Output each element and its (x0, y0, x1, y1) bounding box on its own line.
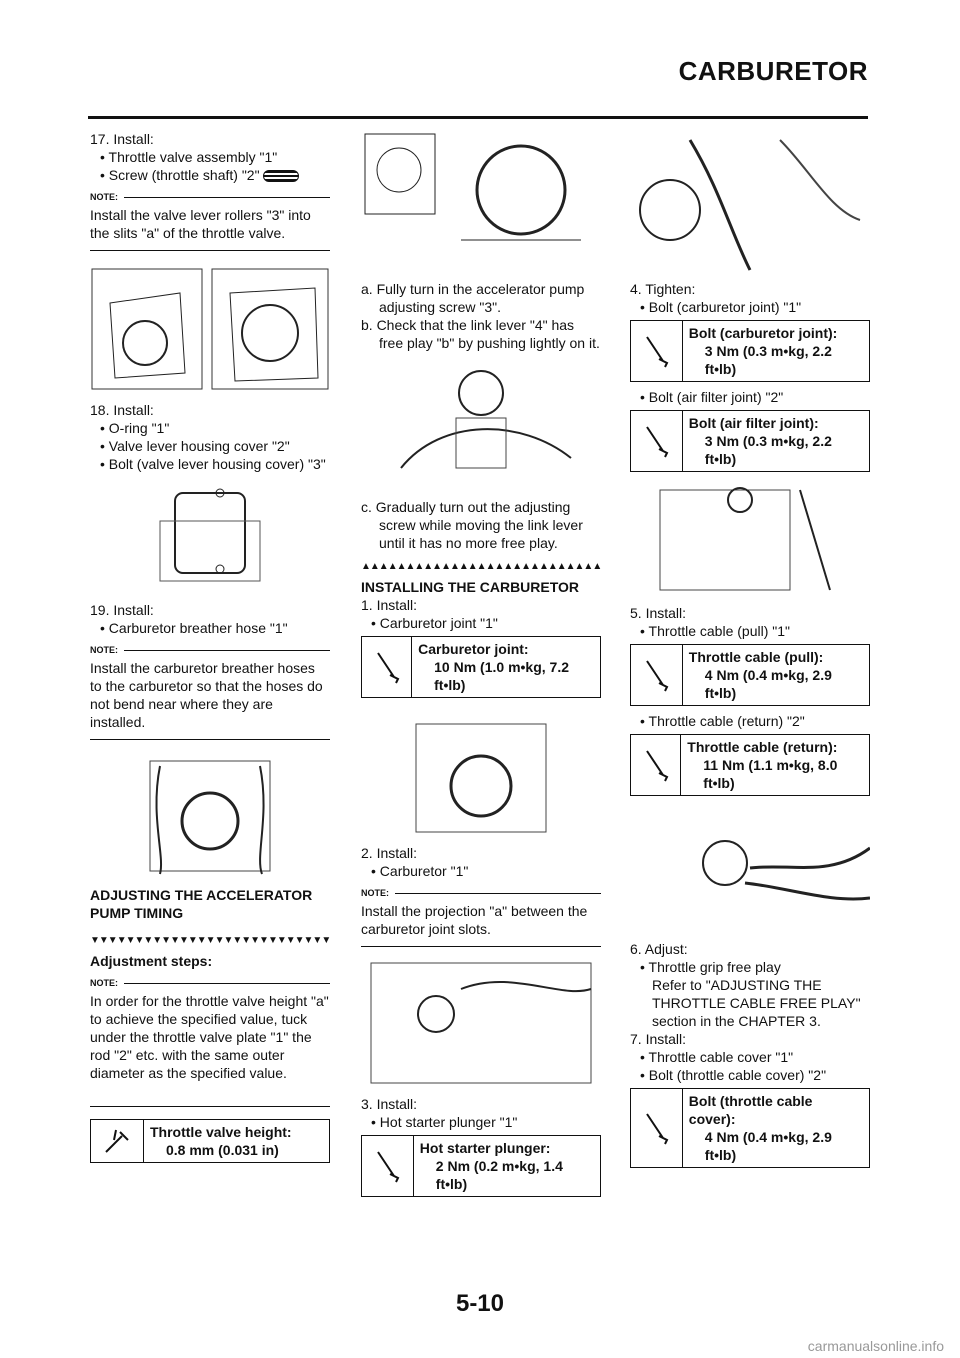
spec-value: 4 Nm (0.4 m•kg, 2.9 ft•lb) (704, 667, 832, 701)
step-17-item: Screw (throttle shaft) "2" (100, 166, 330, 184)
spec-box: Throttle valve height: 0.8 mm (0.031 in) (90, 1119, 330, 1163)
step-4-item: Bolt (carburetor joint) "1" (640, 298, 870, 316)
spec-box: Bolt (carburetor joint): 3 Nm (0.3 m•kg, … (630, 320, 870, 382)
header-rule (88, 116, 868, 119)
step-19-title: 19. Install: (90, 602, 154, 618)
spec-label: Throttle cable (return): (687, 739, 838, 755)
figure-carburetor-joint-bolt (630, 130, 870, 272)
step-2-title: 2. Install: (361, 845, 418, 861)
step-6-reference: Refer to "ADJUSTING THE THROTTLE CABLE F… (652, 977, 861, 1029)
step-18-item: Bolt (valve lever housing cover) "3" (100, 455, 330, 473)
figure-link-lever (361, 358, 601, 490)
torque-wrench-icon (631, 411, 683, 471)
note: NOTE: Install the carburetor breather ho… (90, 641, 330, 740)
torque-wrench-icon (631, 321, 683, 381)
note: NOTE: Install the valve lever rollers "3… (90, 188, 330, 251)
note-label: NOTE: (361, 884, 601, 902)
spec-box: Bolt (throttle cable cover):4 Nm (0.4 m•… (630, 1088, 870, 1168)
start-marker: ▼▼▼▼▼▼▼▼▼▼▼▼▼▼▼▼▼▼▼▼▼▼▼▼▼▼▼▼▼▼ (90, 935, 330, 946)
spec-value: 3 Nm (0.3 m•kg, 2.2 ft•lb) (704, 343, 832, 377)
step-3-item: Hot starter plunger "1" (371, 1113, 601, 1131)
step-a: a. Fully turn in the accelerator pump ad… (361, 281, 585, 315)
step-2-item: Carburetor "1" (371, 862, 601, 880)
spec-value: 2 Nm (0.2 m•kg, 1.4 ft•lb) (435, 1158, 563, 1192)
note-text: In order for the throttle valve height "… (90, 993, 329, 1081)
column-1: 17. Install: Throttle valve assembly "1"… (90, 130, 330, 1163)
step-5-item: Throttle cable (return) "2" (640, 712, 870, 730)
step-4-title: 4. Tighten: (630, 281, 696, 297)
spec-box: Bolt (air filter joint): 3 Nm (0.3 m•kg, … (630, 410, 870, 472)
step-19-item: Carburetor breather hose "1" (100, 619, 330, 637)
note-label: NOTE: (90, 974, 330, 992)
page-title: CARBURETOR (678, 56, 868, 86)
torque-wrench-icon (631, 645, 683, 705)
section-heading: INSTALLING THE CARBURETOR (361, 579, 580, 595)
spec-label: Carburetor joint: (418, 641, 529, 657)
torque-wrench-icon (362, 1136, 414, 1196)
step-1-title: 1. Install: (361, 597, 418, 613)
step-6-item: Throttle grip free play (640, 958, 870, 976)
note-label: NOTE: (90, 188, 330, 206)
spec-value: 0.8 mm (0.031 in) (166, 1142, 279, 1158)
torque-wrench-icon (631, 735, 682, 795)
spec-label: Bolt (air filter joint): (688, 415, 819, 431)
figure-carburetor-joint (361, 720, 601, 836)
note-text: Install the valve lever rollers "3" into… (90, 207, 311, 241)
figure-carburetor (361, 959, 601, 1087)
step-1-item: Carburetor joint "1" (371, 614, 601, 632)
watermark: carmanualsonline.info (807, 1338, 944, 1354)
step-5-title: 5. Install: (630, 605, 687, 621)
figure-throttle-valve-height (361, 130, 601, 272)
step-17-item: Throttle valve assembly "1" (100, 148, 330, 166)
figure-valve-lever-cover (90, 481, 330, 591)
spec-value: 10 Nm (1.0 m•kg, 7.2 ft•lb) (434, 659, 569, 693)
spec-label: Throttle valve height: (150, 1124, 292, 1140)
step-18-item: Valve lever housing cover "2" (100, 437, 330, 455)
step-c: c. Gradually turn out the adjusting scre… (361, 499, 583, 551)
adjustment-steps-label: Adjustment steps: (90, 953, 213, 969)
torque-wrench-icon (362, 637, 413, 697)
step-18-title: 18. Install: (90, 402, 154, 418)
section-heading: ADJUSTING THE ACCELERATOR PUMP TIMING (90, 887, 313, 921)
spec-label: Bolt (throttle cable cover): (688, 1093, 813, 1127)
screw-lock-icon (263, 170, 300, 183)
step-6-title: 6. Adjust: (630, 941, 688, 957)
figure-throttle-valve (90, 263, 330, 395)
spec-label: Bolt (carburetor joint): (688, 325, 838, 341)
spec-value: 11 Nm (1.1 m•kg, 8.0 ft•lb) (703, 757, 838, 791)
note-text: Install the carburetor breather hoses to… (90, 660, 323, 730)
step-3-title: 3. Install: (361, 1096, 418, 1112)
caliper-icon (91, 1120, 144, 1162)
step-7-title: 7. Install: (630, 1031, 687, 1047)
page-number: 5-10 (455, 1290, 505, 1317)
note: NOTE: Install the projection "a" between… (361, 884, 601, 947)
note-label: NOTE: (90, 641, 330, 659)
spec-box: Throttle cable (return): 11 Nm (1.1 m•kg,… (630, 734, 870, 796)
figure-throttle-cable (630, 808, 870, 932)
step-18-item: O-ring "1" (100, 419, 330, 437)
spec-label: Throttle cable (pull): (688, 649, 824, 665)
step-4-item: Bolt (air filter joint) "2" (640, 388, 870, 406)
note-text: Install the projection "a" between the c… (361, 903, 588, 937)
spec-box: Throttle cable (pull): 4 Nm (0.4 m•kg, 2.… (630, 644, 870, 706)
figure-air-filter-joint (630, 480, 870, 596)
spec-label: Hot starter plunger: (419, 1140, 551, 1156)
end-marker: ▲▲▲▲▲▲▲▲▲▲▲▲▲▲▲▲▲▲▲▲▲▲▲▲▲▲▲▲▲▲ (361, 561, 601, 572)
torque-wrench-icon (631, 1089, 683, 1167)
spec-box: Carburetor joint: 10 Nm (1.0 m•kg, 7.2 ft… (361, 636, 601, 698)
column-3: 4. Tighten: Bolt (carburetor joint) "1" … (630, 130, 870, 1168)
step-7-item: Bolt (throttle cable cover) "2" (640, 1066, 870, 1084)
spec-value: 4 Nm (0.4 m•kg, 2.9 ft•lb) (704, 1129, 832, 1163)
step-17-title: 17. Install: (90, 131, 154, 147)
step-b: b. Check that the link lever "4" has fre… (361, 317, 600, 351)
spec-box: Hot starter plunger: 2 Nm (0.2 m•kg, 1.4 … (361, 1135, 601, 1197)
step-5-item: Throttle cable (pull) "1" (640, 622, 870, 640)
note: NOTE: In order for the throttle valve he… (90, 974, 330, 1107)
step-7-item: Throttle cable cover "1" (640, 1048, 870, 1066)
spec-value: 3 Nm (0.3 m•kg, 2.2 ft•lb) (704, 433, 832, 467)
figure-breather-hose (90, 756, 330, 876)
column-2: a. Fully turn in the accelerator pump ad… (361, 130, 601, 1197)
